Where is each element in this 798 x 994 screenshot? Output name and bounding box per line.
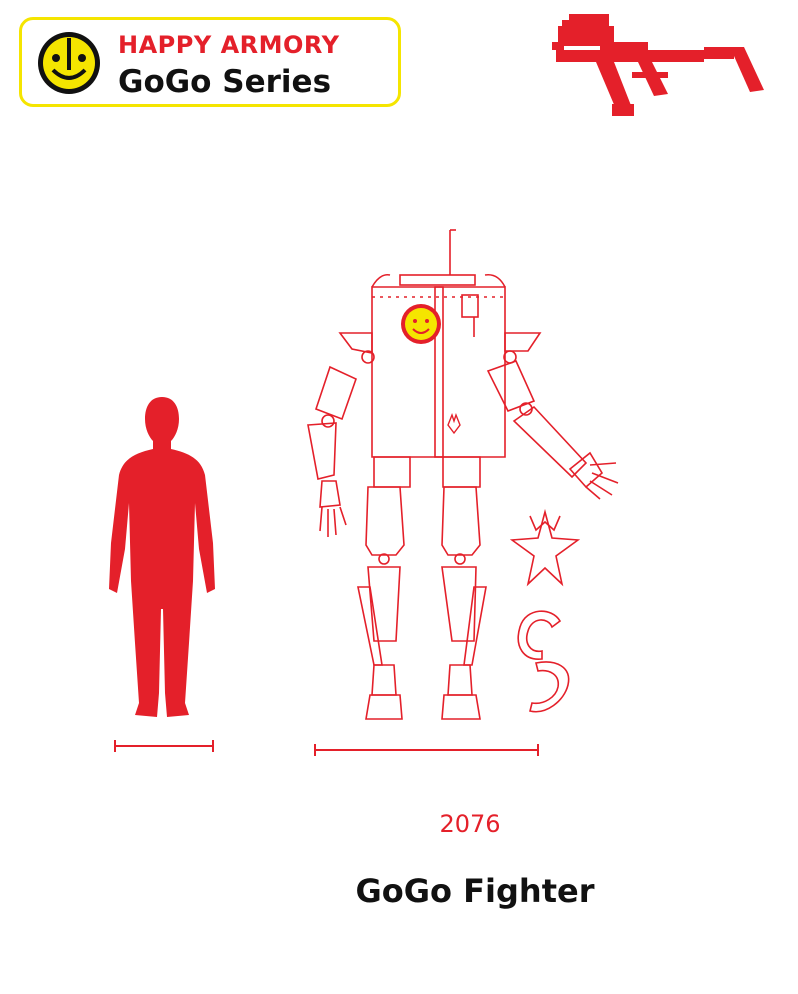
brand-name: HAPPY ARMORY [118, 31, 340, 59]
rifle-silhouette-icon [552, 14, 764, 116]
gogo-fighter-robot-icon [307, 229, 619, 720]
series-name: GoGo Series [118, 64, 332, 100]
human-silhouette-icon [109, 397, 215, 717]
human-scale-bar [114, 740, 214, 752]
product-name: GoGo Fighter [355, 872, 595, 910]
product-year: 2076 [439, 810, 501, 838]
demon-star-emblem-icon [510, 508, 580, 587]
c3-glyph-icon [517, 610, 570, 713]
smiley-target-logo-icon [38, 32, 100, 94]
brand-badge: HAPPY ARMORY GoGo Series [19, 17, 401, 107]
robot-scale-bar [314, 744, 539, 756]
